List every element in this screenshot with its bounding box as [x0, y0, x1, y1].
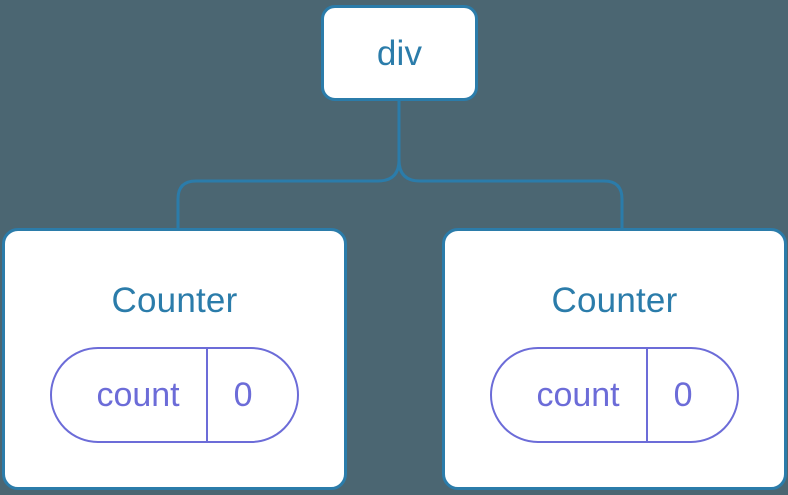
node-counter-left[interactable]: Counter count 0	[2, 228, 347, 490]
state-pill-right[interactable]: count 0	[490, 347, 739, 443]
state-pill-divider-left	[205, 349, 208, 441]
node-counter-right[interactable]: Counter count 0	[442, 228, 787, 490]
node-div[interactable]: div	[321, 5, 478, 101]
connector-branch-left	[176, 159, 401, 230]
connector-branch-right	[397, 159, 624, 230]
state-pill-divider-right	[645, 349, 648, 441]
node-counter-right-label: Counter	[551, 281, 678, 320]
state-value-left: 0	[233, 376, 253, 414]
state-key-left: count	[96, 376, 180, 414]
state-pill-left[interactable]: count 0	[50, 347, 299, 443]
state-key-right: count	[536, 376, 620, 414]
node-div-label: div	[376, 33, 423, 73]
state-value-right: 0	[673, 376, 693, 414]
node-counter-left-label: Counter	[111, 281, 238, 320]
